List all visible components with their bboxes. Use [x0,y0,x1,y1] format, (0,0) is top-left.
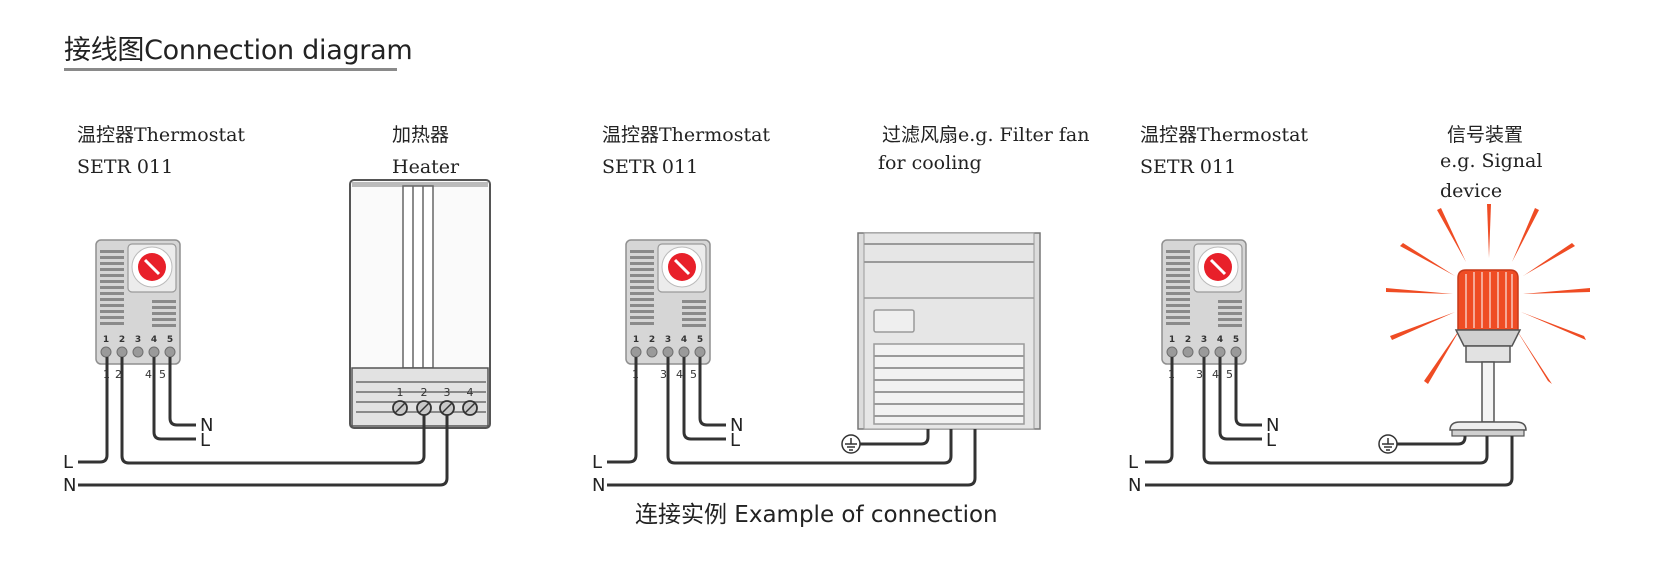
panel3-thermostat-label: 温控器Thermostat [1140,124,1309,146]
panel2-terminal-label: 4 [676,368,683,381]
title-underline [64,68,397,71]
panel1-wire-label-N-main: N [63,475,76,496]
panel1-device-label-cn: 加热器 [392,124,450,146]
panel3-thermostat [1160,238,1248,366]
panel3-wire-L-beacon [1202,357,1489,465]
panel3-device-label-2: e.g. Signal [1440,150,1543,172]
diagram-caption: 连接实例 Example of connection [635,502,998,528]
panel1-wire-N [168,357,196,427]
panel2-wire-label-L: L [730,430,740,451]
panel1-wire-label-N: N [200,415,213,436]
panel2-wire-L-in [607,357,638,464]
panel3-terminal-label: 4 [1212,368,1219,381]
panel3-model-label: SETR 011 [1140,156,1237,178]
panel2-filter-fan [857,232,1041,430]
panel1-wire-label-L-main: L [63,452,73,473]
panel2-terminal-label: 5 [690,368,697,381]
panel2-wire-N [698,357,726,427]
panel3-wire-ground [1396,435,1467,446]
panel1-terminal-label: 4 [145,368,152,381]
panel3-wire-label-L-main: L [1128,452,1138,473]
panel2-terminal-label: 3 [660,368,667,381]
ground-symbol-icon [1378,434,1398,454]
panel3-wire-N [1234,357,1262,427]
panel1-device-label-en: Heater [392,156,460,178]
panel2-device-label-1: 过滤风扇e.g. Filter fan [882,124,1090,146]
panel1-wire-L-in [78,357,109,464]
panel1-wire-L [152,357,196,441]
panel2-thermostat-label: 温控器Thermostat [602,124,771,146]
panel2-device-label-2: for cooling [878,152,982,174]
panel1-heater: 1 2 3 4 [349,179,491,429]
panel3: 1 3 4 5 [1128,204,1590,496]
panel1-wire-N-heater [78,415,449,487]
panel1-terminal-label: 2 [115,368,122,381]
panel1-wire-label-L: L [200,430,210,451]
panel3-wire-L [1218,357,1262,441]
panel2: 1 3 4 5 N [592,232,1041,496]
panel3-device-label-1: 信号装置 [1447,124,1524,146]
panel3-wire-label-N-main: N [1128,475,1141,496]
panel1-thermostat [94,238,182,366]
panel1-model-label: SETR 011 [77,156,174,178]
panel3-wire-N-beacon [1145,436,1514,487]
panel3-device-label-3: device [1440,180,1503,202]
panel3-wire-label-L: L [1266,430,1276,451]
panel1-terminal-label: 5 [159,368,166,381]
panel2-wire-ground [859,429,930,446]
page-title: 接线图Connection diagram [64,35,413,66]
panel1-wire-L-heater [120,357,426,465]
panel3-wire-label-N: N [1266,415,1279,436]
heater-terminal-label: 2 [421,386,428,399]
panel2-wire-L-fan [666,357,953,465]
panel2-wire-label-L-main: L [592,452,602,473]
heater-terminal-label: 3 [444,386,451,399]
panel2-thermostat [624,238,712,366]
panel2-model-label: SETR 011 [602,156,699,178]
panel2-wire-label-N-main: N [592,475,605,496]
panel3-wire-L-in [1145,357,1174,464]
panel2-wire-label-N: N [730,415,743,436]
warning-beacon-icon [1386,204,1590,437]
panel3-terminal-label: 5 [1226,368,1233,381]
panel3-terminal-label: 3 [1196,368,1203,381]
heater-terminal-label: 4 [467,386,474,399]
heater-terminal-label: 1 [397,386,404,399]
ground-symbol-icon [841,434,861,454]
panel2-wire-L [682,357,726,441]
panel1-thermostat-label: 温控器Thermostat [77,124,246,146]
panel2-wire-N-fan [607,429,977,487]
panel1: 1 2 4 5 1 2 3 4 [63,179,491,496]
